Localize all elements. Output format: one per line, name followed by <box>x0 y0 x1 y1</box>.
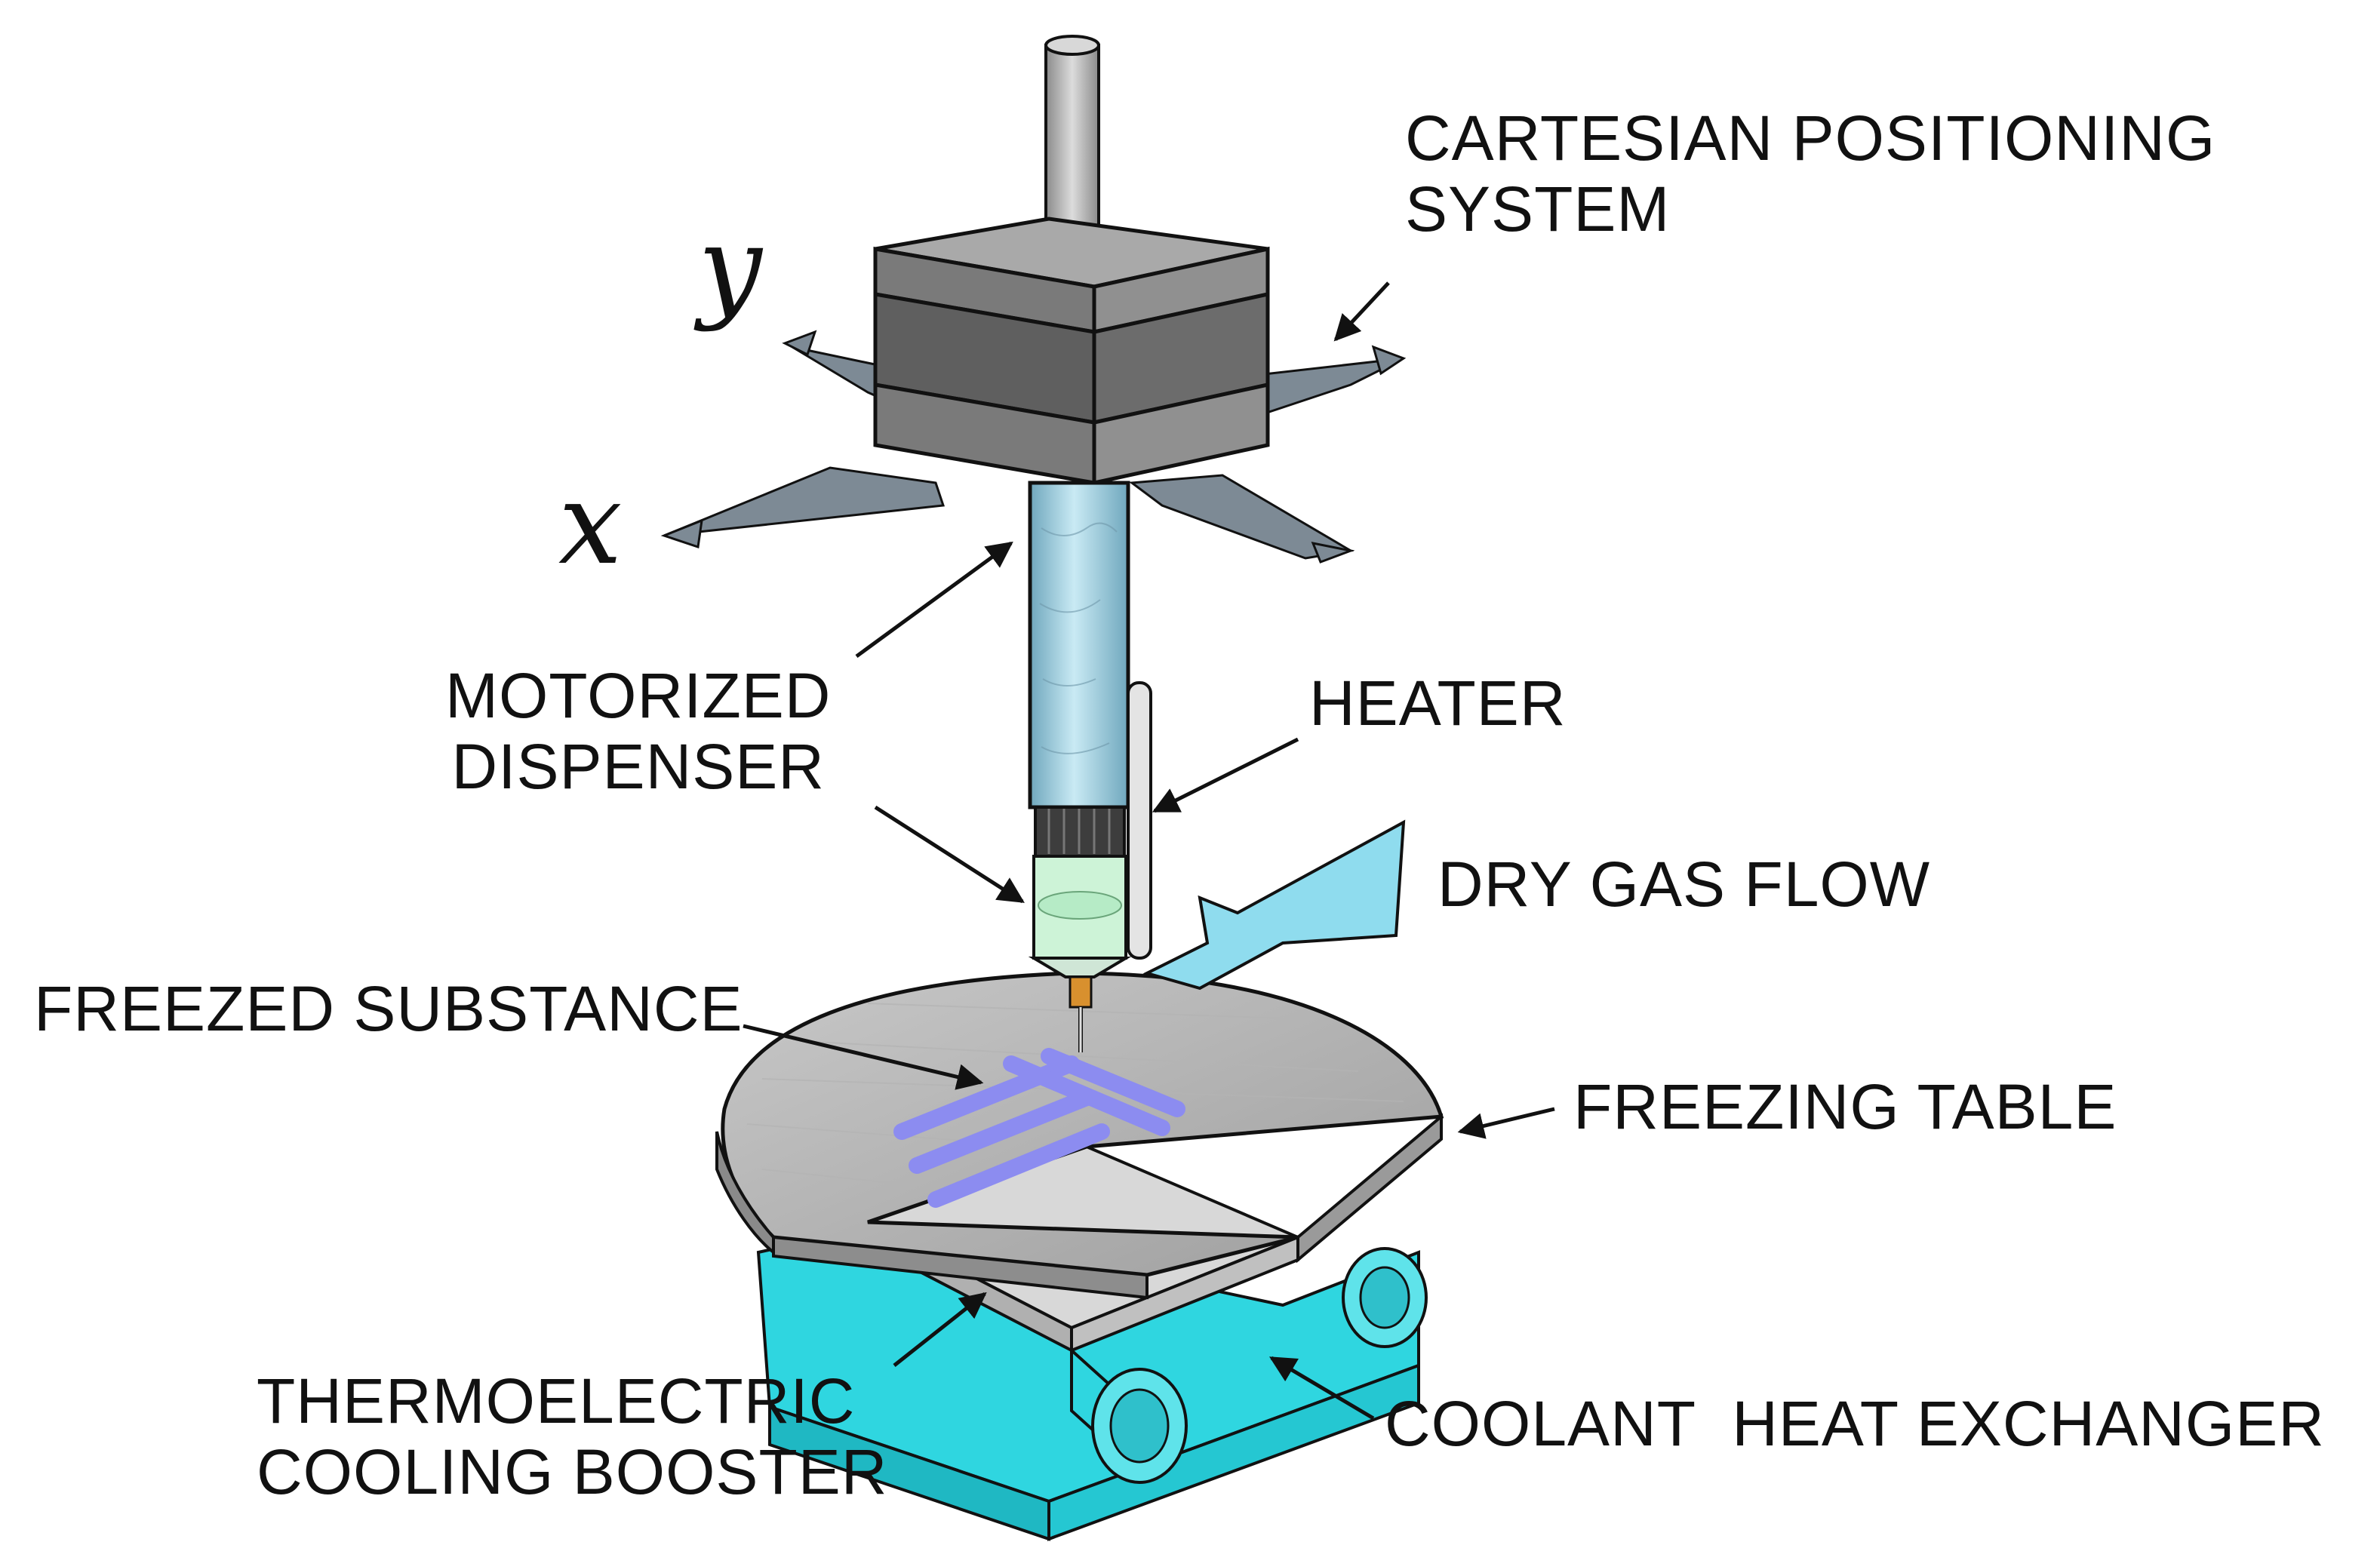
label-coolant-heat-exchanger: COOLANT HEAT EXCHANGER <box>1385 1388 2325 1459</box>
label-motorized-dispenser: MOTORIZED DISPENSER <box>445 660 831 802</box>
label-freezed-substance: FREEZED SUBSTANCE <box>34 973 743 1044</box>
cartesian-positioning-system <box>660 35 1407 564</box>
coolant-pipe-front <box>1070 1347 1188 1484</box>
y-axis-label: y <box>698 202 762 333</box>
label-motorized-line1: MOTORIZED <box>445 660 832 731</box>
coolant-pipe-back <box>1342 1247 1428 1348</box>
label-freezing-table: FREEZING TABLE <box>1573 1071 2117 1142</box>
dry-gas-flow-arrow <box>1142 819 1406 991</box>
heater-element <box>1127 681 1152 960</box>
label-cartesian-positioning-system: CARTESIAN POSITIONING SYSTEM <box>1405 103 2215 244</box>
leader-arrows <box>743 281 1555 1421</box>
freezed-substance-lattice <box>893 1048 1185 1208</box>
coolant-heat-exchanger <box>756 1220 1428 1541</box>
arrow-thermoelectric <box>893 1292 987 1367</box>
motorized-dispenser <box>1028 481 1132 1052</box>
arrow-heater <box>1152 737 1299 813</box>
label-thermo-line2: COOLING BOOSTER <box>257 1436 888 1508</box>
label-heater: HEATER <box>1309 668 1567 739</box>
label-thermo-line1: THERMOELECTRIC <box>257 1365 856 1436</box>
label-thermoelectric-cooling-booster: THERMOELECTRIC COOLING BOOSTER <box>257 1365 887 1507</box>
arrow-freezing-table <box>1457 1107 1555 1139</box>
arrow-cartesian <box>1333 281 1390 342</box>
x-axis-arrow <box>660 466 1355 564</box>
arrow-freezed-substance <box>743 1024 984 1090</box>
label-dry-gas-flow: DRY GAS FLOW <box>1438 849 1931 920</box>
x-axis-label: x <box>558 459 623 590</box>
arrow-coolant <box>1268 1356 1375 1421</box>
nozzle <box>1069 975 1093 1009</box>
label-cartesian-line2: SYSTEM <box>1405 174 1671 245</box>
label-cartesian-line1: CARTESIAN POSITIONING <box>1405 103 2216 174</box>
freezing-table <box>715 971 1444 1300</box>
arrow-motorized-1 <box>855 541 1013 659</box>
arrow-motorized-2 <box>874 805 1025 904</box>
label-motorized-line2: DISPENSER <box>451 731 825 803</box>
